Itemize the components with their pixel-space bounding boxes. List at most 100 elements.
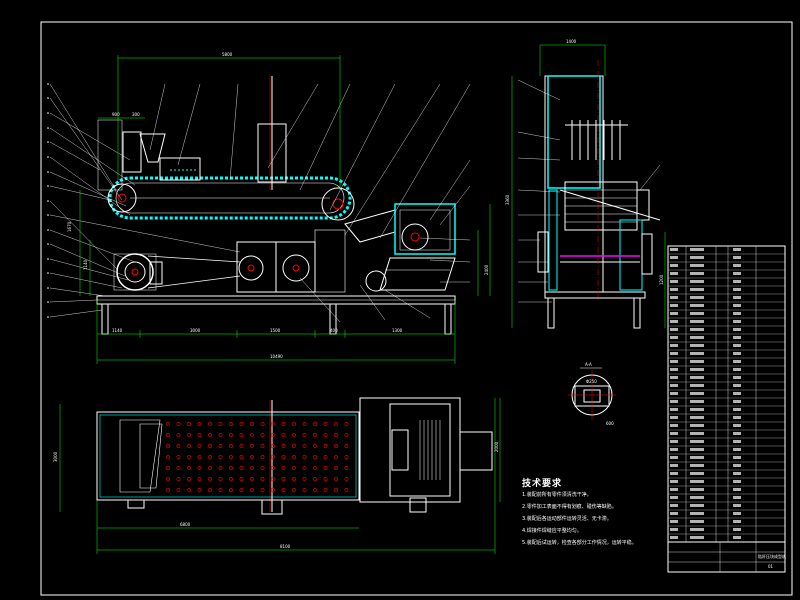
parts-row-mark (690, 304, 704, 307)
plan-hole (218, 466, 223, 470)
plan-hole (302, 433, 307, 437)
parts-row-mark (670, 504, 678, 507)
dim-front-top: 5800 (222, 52, 233, 57)
parts-row-mark (690, 376, 704, 379)
plan-hole (271, 477, 275, 481)
dim-plan-total: 8100 (280, 544, 291, 549)
parts-list-table (667, 245, 786, 543)
parts-row-mark (733, 312, 741, 315)
plan-hole (166, 455, 170, 459)
parts-row-mark (733, 264, 741, 267)
plan-hole (281, 466, 286, 470)
parts-row-mark (733, 432, 741, 435)
plan-hole (250, 477, 254, 481)
parts-row-mark (733, 496, 741, 499)
plan-hole (166, 466, 170, 470)
motor (113, 253, 163, 291)
side-housing (547, 75, 601, 189)
parts-row-mark (690, 288, 704, 291)
plan-hole (176, 422, 181, 426)
parts-row-mark (733, 464, 741, 467)
dim-front-total: 10490 (270, 354, 283, 359)
plan-hole (166, 477, 170, 481)
plan-hole (208, 477, 212, 481)
base-leg-left (101, 303, 109, 335)
parts-row-mark (690, 448, 704, 451)
dim-front-bottom-2: 1500 (270, 328, 281, 333)
plan-hole (334, 422, 338, 426)
plan-hole (197, 433, 202, 437)
plan-hole (334, 477, 338, 481)
plan-hole (208, 422, 212, 426)
plan-hole (302, 422, 307, 426)
plan-hole (313, 477, 317, 481)
plan-hole (260, 477, 265, 481)
parts-row-mark (670, 304, 678, 307)
plan-hole (197, 488, 202, 492)
drive-pulley-right (321, 187, 355, 221)
plan-hole (260, 488, 265, 492)
plan-hole (302, 466, 307, 470)
parts-row-mark (690, 312, 704, 315)
parts-row-mark (690, 408, 704, 411)
parts-row-mark (690, 368, 704, 371)
press-roller (401, 223, 429, 251)
plan-hole (271, 466, 275, 470)
section-detail: A-A Φ250 600 (568, 362, 616, 426)
parts-row-mark (690, 416, 704, 419)
plan-hole (218, 488, 223, 492)
plan-hole (281, 455, 286, 459)
plan-hole (344, 433, 349, 437)
plan-hole (281, 444, 286, 448)
plan-hole (344, 477, 349, 481)
plan-hole (197, 466, 202, 470)
parts-row-mark (733, 336, 741, 339)
plan-hole (334, 433, 338, 437)
parts-row-mark (690, 432, 704, 435)
plan-hole (197, 422, 202, 426)
title-block-code: 01 (768, 564, 774, 569)
parts-row-mark (670, 480, 678, 483)
plan-hole (208, 466, 212, 470)
parts-row-mark (690, 464, 704, 467)
plan-hole (271, 455, 275, 459)
parts-row-mark (690, 296, 704, 299)
plan-hole (313, 488, 317, 492)
parts-row-mark (690, 488, 704, 491)
plan-hole-grid (166, 422, 349, 492)
section-dim-b: 600 (606, 421, 614, 426)
parts-row-mark (733, 528, 741, 531)
plan-hole (292, 455, 296, 459)
tech-requirements-title: 技术要求 (522, 479, 563, 489)
plan-hole (281, 433, 286, 437)
parts-row-mark (670, 520, 678, 523)
parts-row-mark (690, 456, 704, 459)
plan-hole (208, 488, 212, 492)
parts-row-mark (733, 480, 741, 483)
parts-row-mark (733, 344, 741, 347)
parts-row-mark (733, 280, 741, 283)
plan-hole (281, 422, 286, 426)
parts-row-mark (733, 456, 741, 459)
parts-row-mark (733, 472, 741, 475)
parts-row-mark (670, 376, 678, 379)
plan-hole (281, 488, 286, 492)
plan-hole (260, 444, 265, 448)
parts-row-mark (733, 504, 741, 507)
plan-hole (218, 455, 223, 459)
plan-hole (239, 422, 244, 426)
plan-hole (197, 444, 202, 448)
tech-requirement-1: 1.装配前所有零件须清洗干净。 (522, 492, 592, 498)
parts-row-mark (733, 296, 741, 299)
plan-hole (176, 466, 181, 470)
parts-row-mark (670, 328, 678, 331)
plan-hole (271, 433, 275, 437)
plan-hole (218, 477, 223, 481)
parts-row-mark (733, 392, 741, 395)
plan-hole (323, 444, 328, 448)
plan-hole (197, 455, 202, 459)
plan-hole (250, 488, 254, 492)
parts-row-mark (690, 320, 704, 323)
plan-hole (187, 477, 191, 481)
parts-row-mark (733, 448, 741, 451)
